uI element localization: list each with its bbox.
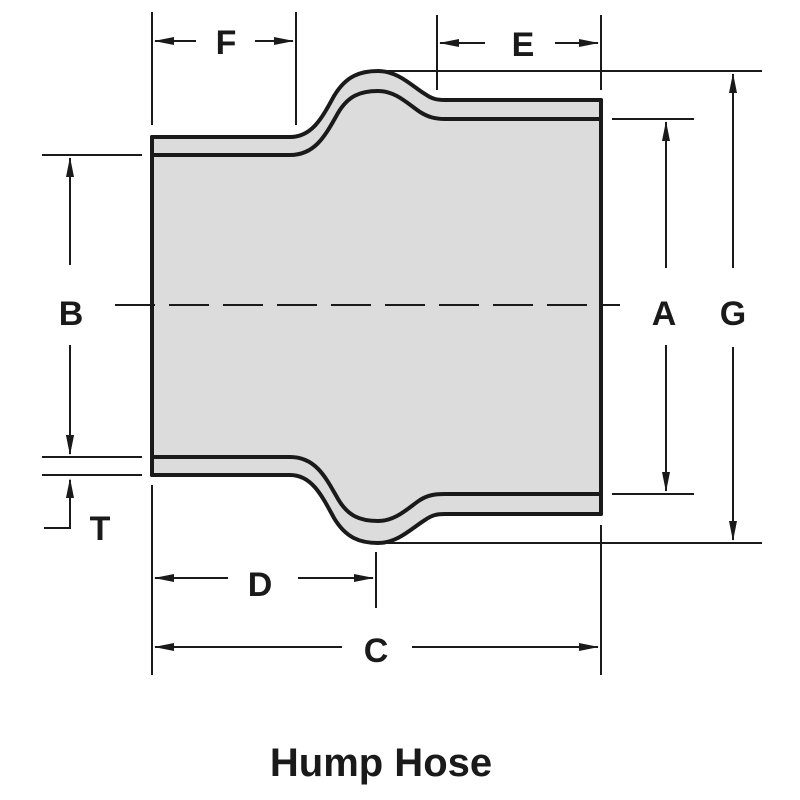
dimension-b: B — [59, 157, 84, 455]
dimension-a: A — [652, 121, 677, 492]
label-t: T — [90, 510, 111, 548]
hose-body — [150, 69, 603, 545]
diagram-title: Hump Hose — [270, 741, 492, 785]
dimension-c: C — [154, 632, 599, 670]
dimension-f: F — [154, 24, 294, 62]
label-e: E — [512, 26, 535, 64]
extension-lines — [42, 12, 762, 675]
inner-wall-top — [150, 89, 603, 157]
dimension-g: G — [720, 73, 746, 541]
dimension-d: D — [154, 566, 374, 604]
label-d: D — [248, 566, 273, 604]
label-f: F — [216, 24, 237, 62]
outer-wall-bottom — [150, 473, 603, 545]
label-g: G — [720, 295, 746, 333]
inner-wall-bottom — [150, 455, 603, 523]
outer-wall-top — [150, 69, 603, 139]
dimension-e: E — [439, 26, 599, 64]
hose-outer-fill — [152, 71, 601, 543]
label-b: B — [59, 295, 84, 333]
label-a: A — [652, 295, 677, 333]
label-c: C — [364, 632, 389, 670]
dimension-t: T — [44, 420, 111, 548]
